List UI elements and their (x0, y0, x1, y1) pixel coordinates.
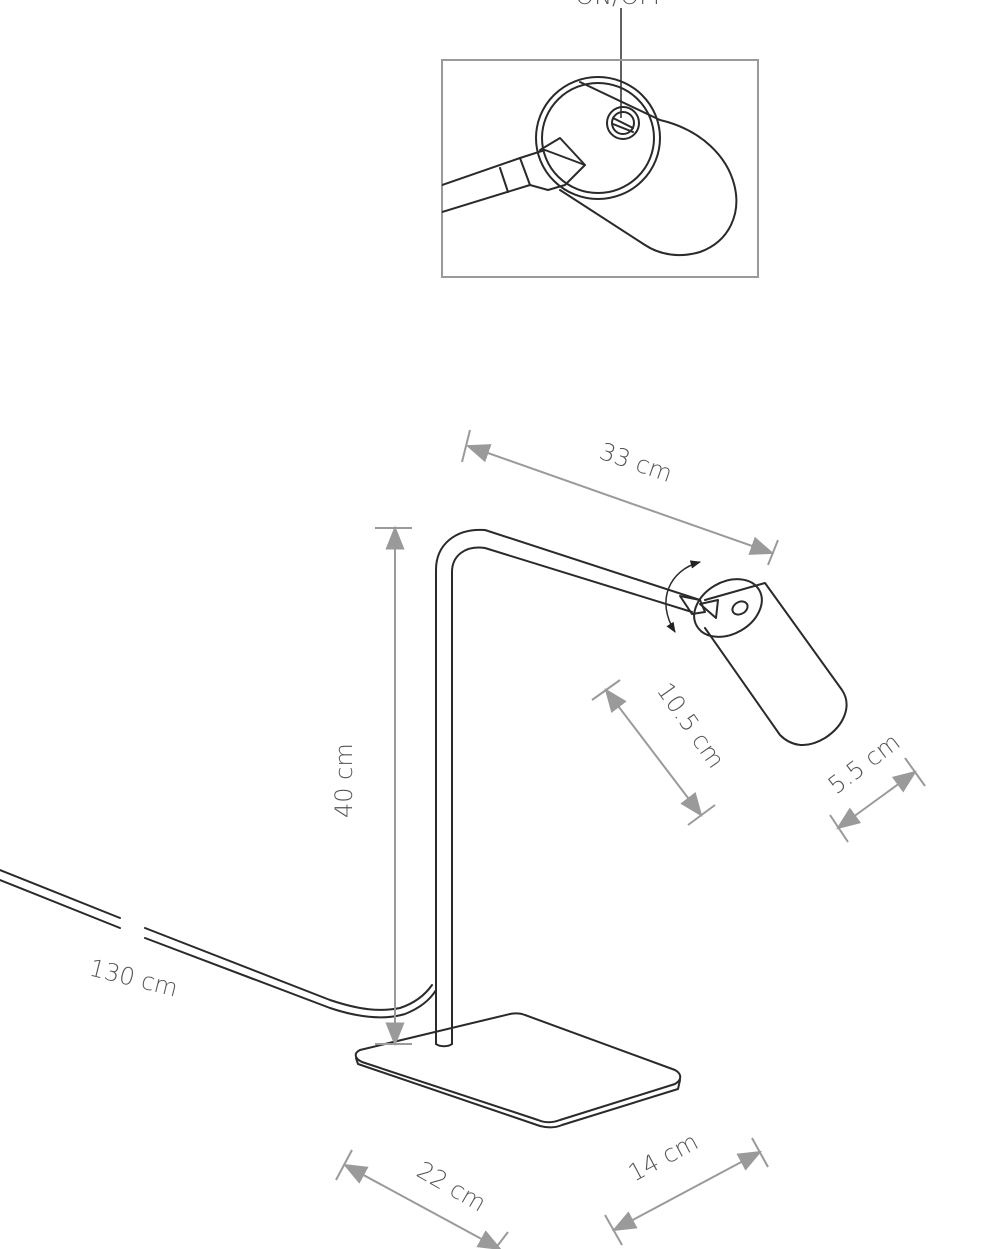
head-length-label: 10.5 cm (651, 677, 730, 773)
switch-detail-inset: ON/OFF (441, 0, 759, 278)
dimension-arm-length: 33 cm (461, 429, 779, 566)
cable-length-label: 130 cm (87, 954, 181, 1003)
dimension-head-length: 10.5 cm (591, 677, 730, 826)
lamp-stem (435, 528, 701, 1045)
inset-lamp-head-top (535, 76, 661, 200)
dimension-base-width: 14 cm (604, 1127, 769, 1246)
dimension-height: 40 cm (330, 525, 412, 1047)
lamp-base (354, 1012, 682, 1124)
switch-icon (606, 106, 640, 140)
dimension-head-diameter: 5.5 cm (823, 728, 926, 843)
inset-lamp-head (559, 81, 738, 257)
dimension-base-length: 22 cm (335, 1149, 509, 1249)
rotation-arrow-icon (665, 560, 702, 633)
lamp-head (693, 578, 848, 746)
cable (0, 869, 121, 929)
lamp-drawing (0, 528, 848, 1129)
arm-length-label: 33 cm (596, 437, 676, 488)
base-width-label: 14 cm (624, 1127, 703, 1187)
height-label: 40 cm (330, 743, 358, 818)
inset-arm (442, 157, 531, 213)
dimension-cable-length: 130 cm (87, 954, 181, 1003)
inset-frame (441, 59, 759, 278)
switch-callout-label: ON/OFF (575, 0, 666, 10)
